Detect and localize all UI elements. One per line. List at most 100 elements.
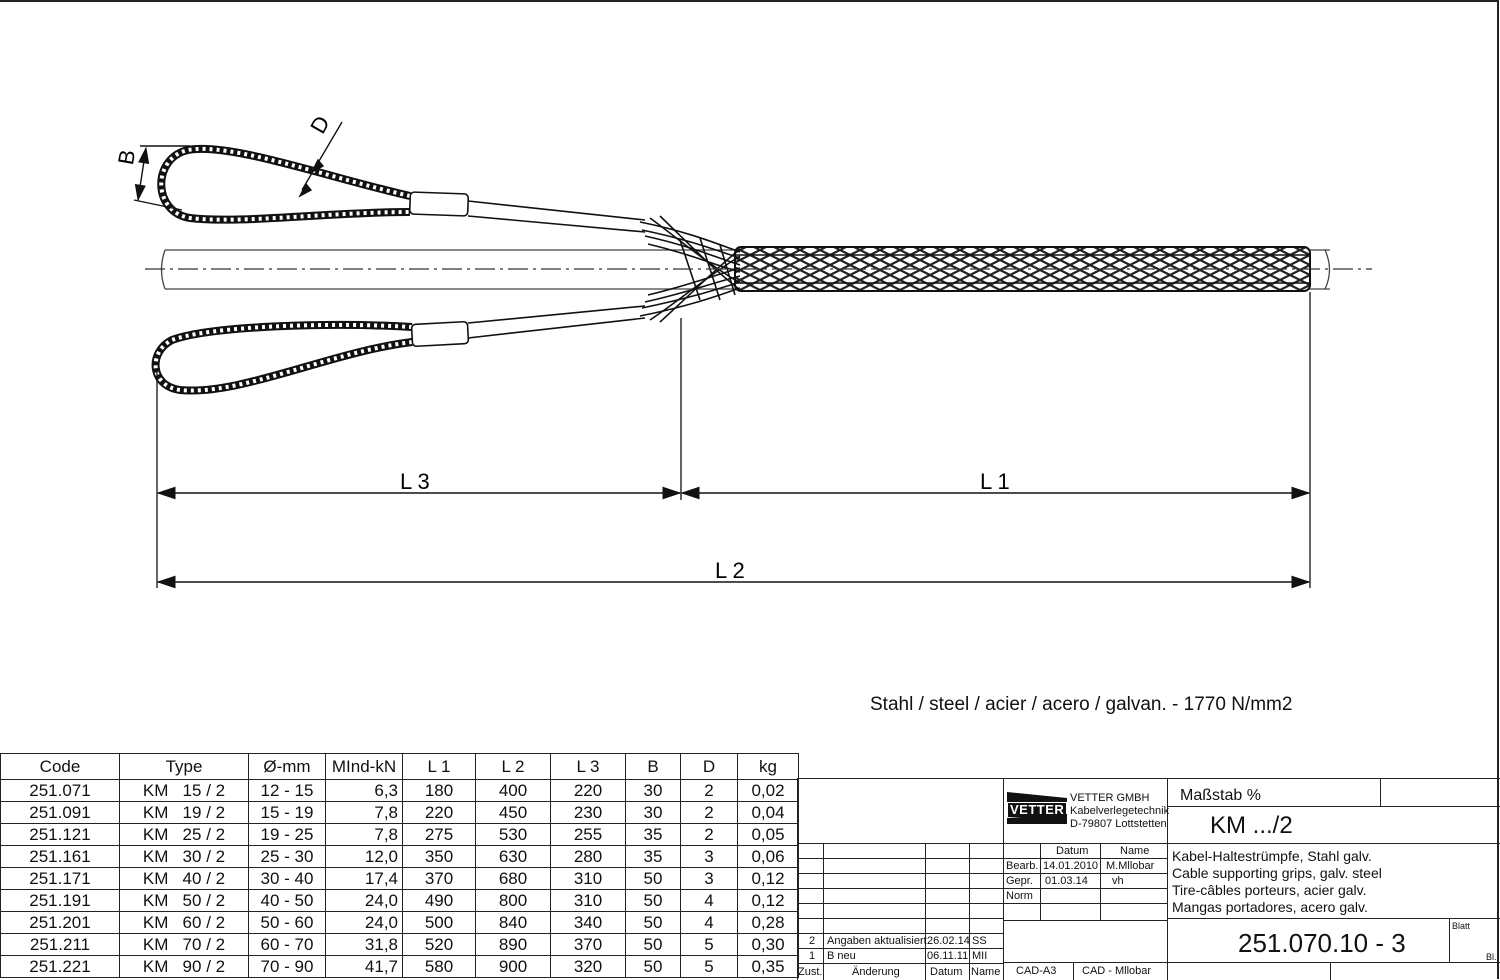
dimension-l2-label: L 2 bbox=[715, 558, 745, 583]
dimension-l3-label: L 3 bbox=[400, 469, 430, 494]
table-cell: 7,8 bbox=[325, 823, 403, 846]
table-cell: 890 bbox=[475, 933, 551, 956]
table-cell: 490 bbox=[402, 889, 476, 912]
rev1-text: B neu bbox=[827, 950, 856, 962]
table-cell: 580 bbox=[402, 955, 476, 978]
extension-lines bbox=[156, 292, 1311, 588]
table-cell: 0,28 bbox=[737, 911, 799, 934]
table-cell: 840 bbox=[475, 911, 551, 934]
table-cell: 630 bbox=[475, 845, 551, 868]
header-l2: L 2 bbox=[475, 753, 551, 780]
scale-label: Maßstab % bbox=[1180, 787, 1261, 804]
company-address: D-79807 Lottstetten bbox=[1070, 818, 1167, 830]
cad-author: CAD - Mllobar bbox=[1082, 965, 1152, 977]
sig-col-name: Name bbox=[1120, 845, 1150, 857]
rev2-name: SS bbox=[972, 935, 987, 947]
sheet-label: Blatt bbox=[1452, 921, 1471, 931]
rev-header-aenderung: Änderung bbox=[852, 966, 900, 978]
rev-header-zust: Zust. bbox=[798, 966, 823, 978]
table-cell: 500 bbox=[402, 911, 476, 934]
table-cell: 800 bbox=[475, 889, 551, 912]
table-cell: 251.221 bbox=[0, 955, 120, 978]
table-cell: 2 bbox=[680, 823, 738, 846]
bearb-date: 14.01.2010 bbox=[1043, 860, 1099, 872]
table-cell: 180 bbox=[402, 779, 476, 802]
rev1-number: 1 bbox=[809, 950, 816, 962]
dimension-d-label: D bbox=[305, 111, 335, 137]
table-cell: 4 bbox=[680, 911, 738, 934]
table-cell: 900 bbox=[475, 955, 551, 978]
table-cell: 310 bbox=[550, 889, 626, 912]
dimension-b-label: B bbox=[113, 148, 140, 167]
table-cell: 50 bbox=[625, 911, 681, 934]
table-cell: 35 bbox=[625, 845, 681, 868]
sheet-short-label: Bl. bbox=[1486, 952, 1497, 962]
table-cell: 35 bbox=[625, 823, 681, 846]
table-cell: KM 19 / 2 bbox=[119, 801, 249, 824]
bearb-name: M.Mllobar bbox=[1106, 860, 1155, 872]
rev-header-name: Name bbox=[971, 966, 1001, 978]
table-cell: 251.201 bbox=[0, 911, 120, 934]
table-cell: 230 bbox=[550, 801, 626, 824]
table-cell: 40 - 50 bbox=[248, 889, 326, 912]
table-cell: 0,12 bbox=[737, 867, 799, 890]
table-cell: KM 30 / 2 bbox=[119, 845, 249, 868]
table-cell: 0,12 bbox=[737, 889, 799, 912]
table-cell: 0,30 bbox=[737, 933, 799, 956]
table-cell: 5 bbox=[680, 955, 738, 978]
dimension-d bbox=[298, 121, 343, 198]
header-kg: kg bbox=[737, 753, 799, 780]
rev2-date: 26.02.14 bbox=[927, 935, 970, 947]
table-cell: 70 - 90 bbox=[248, 955, 326, 978]
description-en: Cable supporting grips, galv. steel bbox=[1172, 865, 1382, 881]
table-cell: 50 bbox=[625, 933, 681, 956]
table-cell: 255 bbox=[550, 823, 626, 846]
vetter-logo-text: VETTER bbox=[1008, 802, 1067, 817]
table-cell: 60 - 70 bbox=[248, 933, 326, 956]
table-cell: 450 bbox=[475, 801, 551, 824]
table-cell: 320 bbox=[550, 955, 626, 978]
table-cell: KM 15 / 2 bbox=[119, 779, 249, 802]
table-cell: 530 bbox=[475, 823, 551, 846]
table-cell: 31,8 bbox=[325, 933, 403, 956]
dimension-l1-label: L 1 bbox=[980, 469, 1010, 494]
table-cell: 7,8 bbox=[325, 801, 403, 824]
sig-col-datum: Datum bbox=[1056, 845, 1089, 857]
spec-table: Code Type Ø-mm MInd-kN L 1 L 2 L 3 B D k… bbox=[0, 753, 799, 978]
description-es: Mangas portadores, acero galv. bbox=[1172, 899, 1368, 915]
header-l1: L 1 bbox=[402, 753, 476, 780]
table-cell: 680 bbox=[475, 867, 551, 890]
table-cell: 220 bbox=[550, 779, 626, 802]
table-cell: 15 - 19 bbox=[248, 801, 326, 824]
table-cell: 17,4 bbox=[325, 867, 403, 890]
drawing-number: 251.070.10 - 3 bbox=[1238, 928, 1406, 958]
table-cell: 370 bbox=[402, 867, 476, 890]
dimension-b bbox=[133, 145, 190, 211]
table-cell: 251.091 bbox=[0, 801, 120, 824]
gepr-date: 01.03.14 bbox=[1045, 875, 1088, 887]
table-cell: 340 bbox=[550, 911, 626, 934]
rev-header-datum: Datum bbox=[930, 966, 963, 978]
table-cell: 12 - 15 bbox=[248, 779, 326, 802]
table-cell: KM 70 / 2 bbox=[119, 933, 249, 956]
table-cell: KM 40 / 2 bbox=[119, 867, 249, 890]
spec-header-row: Code Type Ø-mm MInd-kN L 1 L 2 L 3 B D k… bbox=[0, 753, 799, 780]
header-min-kn: MInd-kN bbox=[325, 753, 403, 780]
table-cell: 4 bbox=[680, 889, 738, 912]
header-d: D bbox=[680, 753, 738, 780]
table-cell: 12,0 bbox=[325, 845, 403, 868]
table-cell: 280 bbox=[550, 845, 626, 868]
table-cell: 30 bbox=[625, 779, 681, 802]
header-diameter: Ø-mm bbox=[248, 753, 326, 780]
table-cell: 0,04 bbox=[737, 801, 799, 824]
table-cell: 251.071 bbox=[0, 779, 120, 802]
header-code: Code bbox=[0, 753, 120, 780]
table-cell: 0,06 bbox=[737, 845, 799, 868]
